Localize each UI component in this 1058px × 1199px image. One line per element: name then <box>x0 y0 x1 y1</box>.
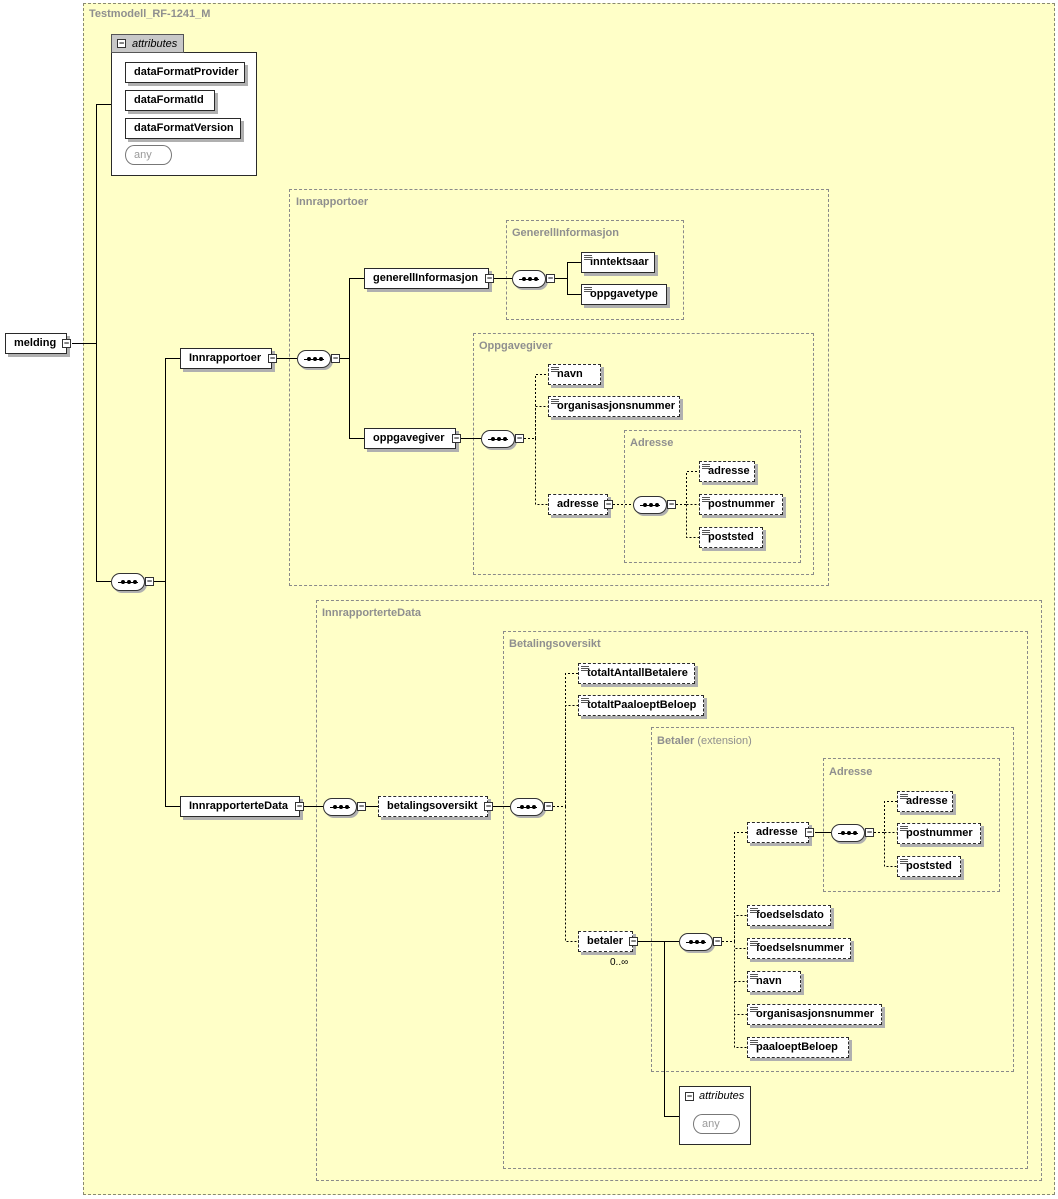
attributes-tab[interactable]: − attributes <box>111 34 184 53</box>
group-adresse1-label: Adresse <box>630 437 674 449</box>
sequence-compositor-root[interactable] <box>111 573 145 591</box>
sequence-compositor-adresse2[interactable] <box>831 824 865 842</box>
collapse-oppgavegiver-sequence-icon[interactable]: − <box>515 433 524 443</box>
element-adresse-oppgavegiver[interactable]: adresse <box>548 494 608 515</box>
element-adresse2-postnummer[interactable]: postnummer <box>897 823 981 844</box>
element-adresse1-postnummer[interactable]: postnummer <box>699 494 783 515</box>
collapse-betalingsoversikt-icon[interactable]: − <box>484 801 493 811</box>
element-oppgavegiver[interactable]: oppgavegiver <box>364 428 456 449</box>
element-navn-oppgavegiver[interactable]: navn <box>548 364 601 385</box>
attribute-any[interactable]: any <box>125 145 172 165</box>
element-innrapporterteData[interactable]: InnrapporterteData <box>180 796 300 817</box>
element-generellInformasjon[interactable]: generellInformasjon <box>364 268 489 289</box>
collapse-innrapporterte-sequence-icon[interactable]: − <box>357 801 366 811</box>
sequence-compositor-generell[interactable] <box>512 270 546 288</box>
collapse-betaler-sequence-icon[interactable]: − <box>713 936 722 946</box>
element-adresse1-adresse[interactable]: adresse <box>699 461 755 482</box>
element-totaltAntallBetalere[interactable]: totaltAntallBetalere <box>578 663 695 684</box>
collapse-innrapporterteData-icon[interactable]: − <box>295 801 304 811</box>
group-adresse2-label: Adresse <box>829 766 873 778</box>
collapse-adresse-oppgavegiver-icon[interactable]: − <box>604 499 613 509</box>
sequence-compositor-innrapporterte[interactable] <box>323 798 357 816</box>
sequence-compositor-innrapportoer[interactable] <box>297 350 331 368</box>
element-totaltPaaloeptBeloep[interactable]: totaltPaaloeptBeloep <box>578 695 704 716</box>
collapse-betalingsoversikt-sequence-icon[interactable]: − <box>544 801 553 811</box>
collapse-adresse1-sequence-icon[interactable]: − <box>667 499 676 509</box>
root-element-label: melding <box>14 337 57 349</box>
group-oppgavegiver-label: Oppgavegiver <box>479 340 553 352</box>
group-innrapporterte-label: InnrapporterteData <box>322 607 422 619</box>
element-organisasjonsnummer-oppgavegiver[interactable]: organisasjonsnummer <box>548 396 680 417</box>
attribute-dataFormatVersion[interactable]: dataFormatVersion <box>125 118 241 139</box>
group-innrapportoer-label: Innrapportoer <box>296 196 369 208</box>
collapse-innrapportoer-sequence-icon[interactable]: − <box>331 353 340 363</box>
attribute-dataFormatProvider[interactable]: dataFormatProvider <box>125 62 245 83</box>
element-adresse1-poststed[interactable]: poststed <box>699 527 763 548</box>
collapse-adresse2-sequence-icon[interactable]: − <box>865 827 874 837</box>
group-betalingsoversikt <box>503 631 1028 1169</box>
collapse-generellInformasjon-icon[interactable]: − <box>485 273 494 283</box>
collapse-melding-icon[interactable]: − <box>62 338 71 348</box>
group-oppgavegiver <box>473 333 814 575</box>
collapse-generell-sequence-icon[interactable]: − <box>546 273 555 283</box>
sequence-compositor-betalingsoversikt[interactable] <box>510 798 544 816</box>
group-innrapporterte <box>316 600 1042 1181</box>
element-organisasjonsnummer-betaler[interactable]: organisasjonsnummer <box>747 1004 882 1025</box>
betaler-attribute-any[interactable]: any <box>693 1114 740 1134</box>
element-inntektsaar[interactable]: inntektsaar <box>581 252 655 273</box>
group-betalingsoversikt-label: Betalingsoversikt <box>509 638 601 650</box>
element-innrapportoer[interactable]: Innrapportoer <box>180 348 272 369</box>
attributes-tab-label: attributes <box>132 38 178 50</box>
element-foedselsdato[interactable]: foedselsdato <box>747 905 831 926</box>
collapse-oppgavegiver-icon[interactable]: − <box>452 433 461 443</box>
element-foedselsnummer[interactable]: foedselsnummer <box>747 938 851 959</box>
group-innrapportoer <box>289 189 829 586</box>
sequence-compositor-oppgavegiver[interactable] <box>481 430 515 448</box>
group-generell <box>506 220 684 320</box>
group-adresse1 <box>624 430 801 563</box>
attribute-dataFormatId[interactable]: dataFormatId <box>125 90 215 111</box>
element-paaloeptBeloep[interactable]: paaloeptBeloep <box>747 1037 849 1058</box>
root-element-melding[interactable]: melding <box>5 333 67 354</box>
element-betalingsoversikt[interactable]: betalingsoversikt <box>378 796 488 817</box>
collapse-root-sequence-icon[interactable]: − <box>145 576 154 586</box>
sequence-compositor-betaler[interactable] <box>679 933 713 951</box>
collapse-adresse-betaler-icon[interactable]: − <box>805 827 814 837</box>
group-betaler-label: Betaler (extension) <box>657 735 752 747</box>
element-adresse-betaler[interactable]: adresse <box>747 822 809 843</box>
collapse-attributes-icon[interactable]: − <box>117 38 126 48</box>
schema-title: Testmodell_RF-1241_M <box>89 8 211 20</box>
group-betaler <box>651 727 1014 1072</box>
betaler-multiplicity: 0..∞ <box>610 957 629 968</box>
element-adresse2-adresse[interactable]: adresse <box>897 791 953 812</box>
betaler-attributes-title: attributes <box>699 1090 745 1102</box>
element-adresse2-poststed[interactable]: poststed <box>897 856 961 877</box>
group-adresse2 <box>823 758 1000 892</box>
element-oppgavetype[interactable]: oppgavetype <box>581 284 667 305</box>
group-generell-label: GenerellInformasjon <box>512 227 619 239</box>
collapse-betaler-attributes-icon[interactable]: − <box>685 1091 694 1101</box>
collapse-innrapportoer-icon[interactable]: − <box>268 353 277 363</box>
element-betaler[interactable]: betaler <box>578 931 633 952</box>
sequence-compositor-adresse1[interactable] <box>633 496 667 514</box>
element-navn-betaler[interactable]: navn <box>747 971 801 992</box>
collapse-betaler-icon[interactable]: − <box>629 936 638 946</box>
schema-frame <box>83 3 1055 1195</box>
